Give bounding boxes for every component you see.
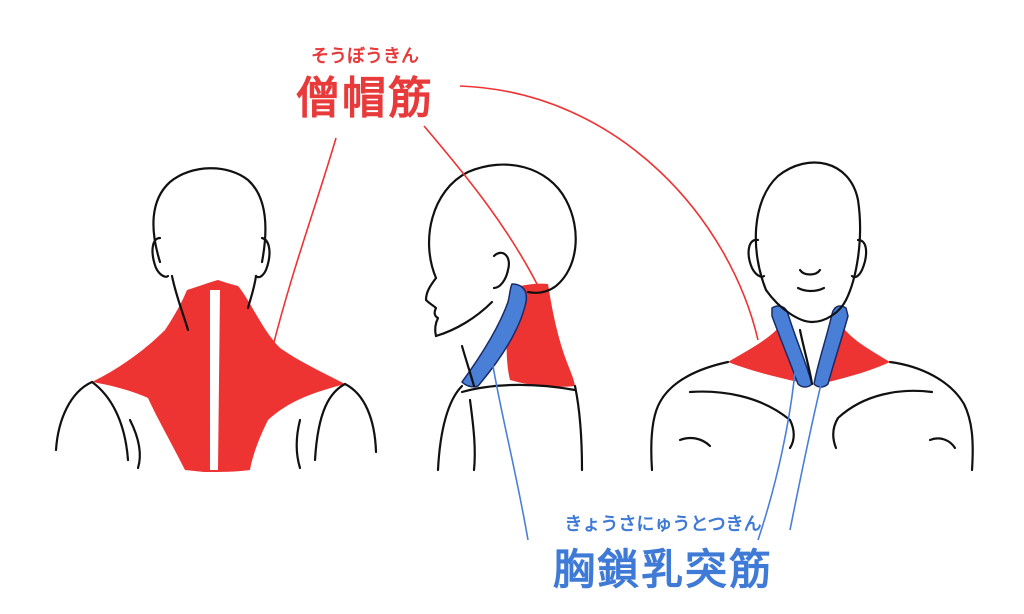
side-shoulder [460, 383, 577, 394]
front-left-pec [688, 390, 795, 450]
side-head-outline [428, 163, 577, 294]
side-ear [492, 251, 510, 290]
front-head-outline [754, 161, 862, 302]
side-arm-line [468, 398, 476, 472]
front-mouth [796, 286, 826, 293]
side-torso-back [573, 384, 584, 472]
front-right-arm-curve [928, 437, 957, 450]
side-sternocleidomastoid-muscle [461, 283, 528, 388]
scm-leader-line-side [491, 359, 529, 541]
back-shoulder-blade-left [128, 418, 141, 470]
leader-line-side [423, 125, 541, 291]
front-left-shoulder [650, 360, 730, 472]
trapezius-leader-lines [271, 85, 759, 351]
back-head-outline [152, 167, 267, 264]
front-right-shoulder [888, 360, 974, 472]
side-jaw [434, 300, 494, 338]
back-right-arm [313, 382, 347, 462]
back-spine-line [210, 290, 220, 470]
scm-leader-line-front-right [789, 371, 825, 531]
side-face-profile [424, 276, 440, 338]
front-chin [764, 288, 848, 324]
front-view-figure [650, 161, 974, 472]
back-right-shoulder [343, 382, 378, 454]
back-neck-right [246, 274, 258, 310]
scm-leader-line-front-left [757, 371, 796, 541]
sternocleidomastoid-furigana: きょうさにゅうとつきん [564, 514, 762, 535]
trapezius-furigana: そうぼうきん [311, 46, 419, 67]
leader-line-back [271, 137, 337, 351]
back-view-figure [54, 167, 378, 472]
back-left-shoulder [54, 380, 94, 452]
back-shoulder-blade-right [295, 418, 302, 470]
sternocleidomastoid-label: 胸鎖乳突筋 [552, 545, 773, 594]
front-left-ear [747, 238, 766, 278]
side-torso-front [436, 384, 464, 472]
side-neck-front [460, 344, 476, 388]
front-left-arm-curve [678, 436, 712, 448]
leader-line-front [459, 85, 759, 341]
front-sternocleidomastoid-right [813, 305, 849, 388]
front-right-pec [832, 389, 934, 450]
back-left-arm [90, 380, 130, 462]
front-right-ear [850, 238, 868, 279]
back-neck-left [170, 274, 190, 332]
front-trapezius-muscle [728, 326, 808, 384]
sternocleidomastoid-leader-lines [491, 359, 825, 541]
trapezius-label: 僧帽筋 [296, 73, 434, 124]
front-nose [798, 268, 822, 276]
back-left-ear [151, 236, 170, 278]
back-right-ear [254, 236, 271, 279]
front-neck-center [798, 328, 814, 386]
side-view-figure [424, 163, 584, 472]
